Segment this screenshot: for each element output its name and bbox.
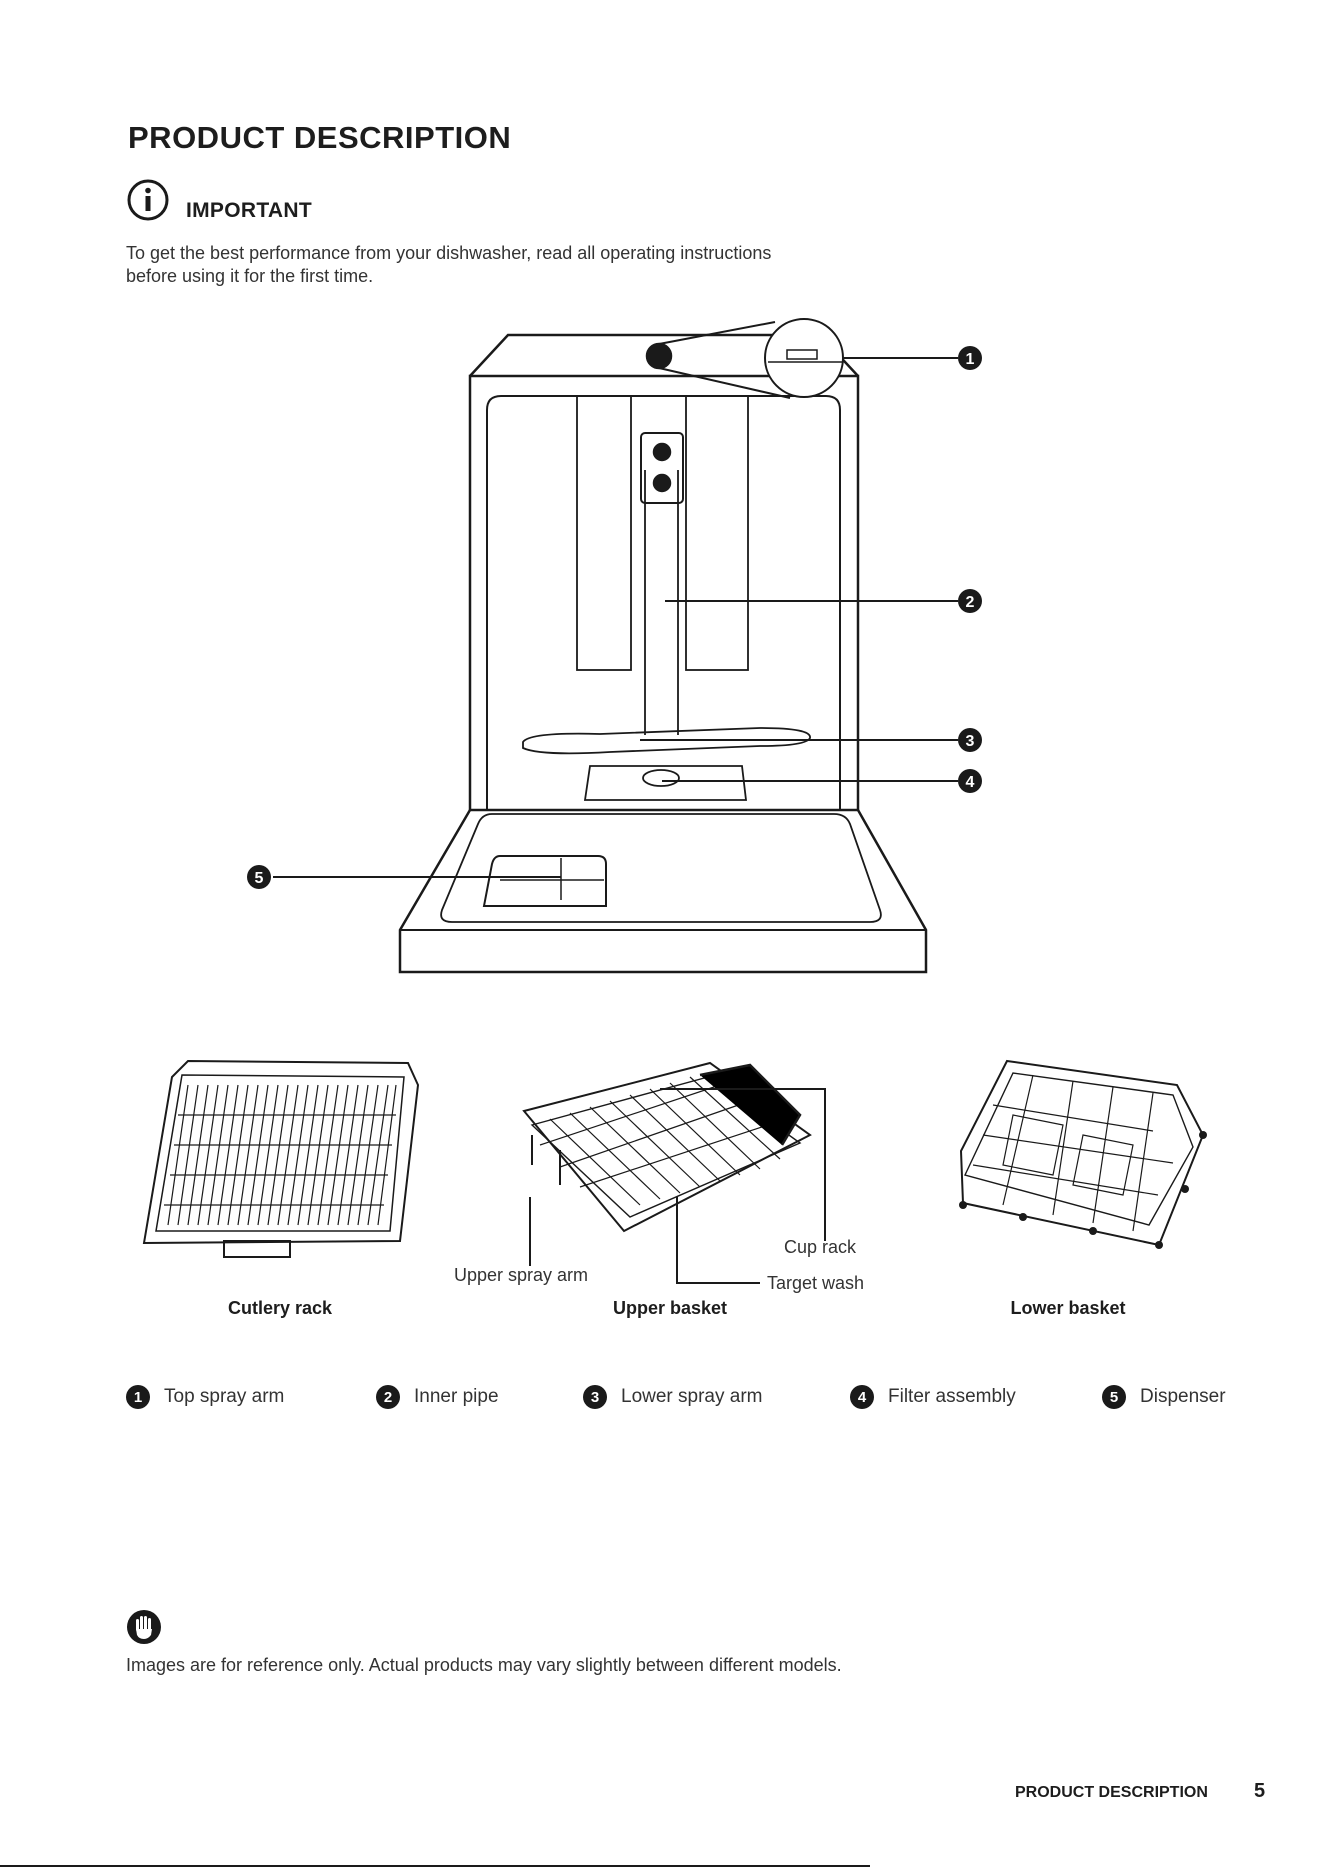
info-circle-icon (127, 179, 169, 221)
callout-4: 4 (966, 774, 975, 791)
intro-text: To get the best performance from your di… (126, 242, 926, 288)
legend-label-2: Inner pipe (414, 1386, 499, 1407)
legend-label-1: Top spray arm (164, 1386, 285, 1407)
important-label: IMPORTANT (186, 199, 312, 222)
upper-basket-label: Upper basket (612, 1298, 728, 1318)
page-title: PRODUCT DESCRIPTION (128, 120, 512, 155)
legend-number-5: 5 (1102, 1385, 1126, 1409)
legend-number-3: 3 (583, 1385, 607, 1409)
cutlery-rack-label: Cutlery rack (227, 1298, 333, 1318)
dishwasher-diagram: 1 2 3 4 5 (247, 318, 982, 974)
hand-stop-icon (127, 1610, 161, 1644)
cutlery-rack-image (142, 1059, 420, 1258)
lower-basket-image (959, 1059, 1207, 1249)
legend-item-inner-pipe: 2 Inner pipe (376, 1383, 499, 1411)
upper-spray-arm-label: Upper spray arm (454, 1265, 589, 1285)
legend-number-1: 1 (126, 1385, 150, 1409)
legend-item-filter-assembly: 4 Filter assembly (850, 1383, 1016, 1411)
legend-label-3: Lower spray arm (621, 1386, 763, 1407)
footer-section-label: PRODUCT DESCRIPTION (1015, 1784, 1208, 1801)
callout-5: 5 (255, 870, 264, 887)
upper-basket-leaders (529, 1088, 826, 1284)
upper-basket-image (522, 1061, 812, 1233)
disclaimer-note: Images are for reference only. Actual pr… (126, 1655, 842, 1675)
legend-label-4: Filter assembly (888, 1386, 1016, 1407)
callout-1: 1 (966, 351, 975, 368)
legend-item-dispenser: 5 Dispenser (1102, 1383, 1226, 1411)
intro-line-1: To get the best performance from your di… (126, 243, 772, 263)
legend-label-5: Dispenser (1140, 1386, 1226, 1407)
cup-rack-label: Cup rack (784, 1237, 857, 1257)
target-wash-label: Target wash (767, 1273, 865, 1293)
callout-2: 2 (966, 594, 975, 611)
legend-item-top-spray-arm: 1 Top spray arm (126, 1383, 284, 1411)
lower-basket-label: Lower basket (1010, 1298, 1126, 1318)
legend-number-2: 2 (376, 1385, 400, 1409)
legend-item-lower-spray-arm: 3 Lower spray arm (583, 1383, 763, 1411)
legend-number-4: 4 (850, 1385, 874, 1409)
callout-3: 3 (966, 733, 975, 750)
page-number: 5 (1254, 1780, 1266, 1802)
intro-line-2: before using it for the first time. (126, 266, 374, 286)
bottom-rule (0, 1865, 870, 1867)
